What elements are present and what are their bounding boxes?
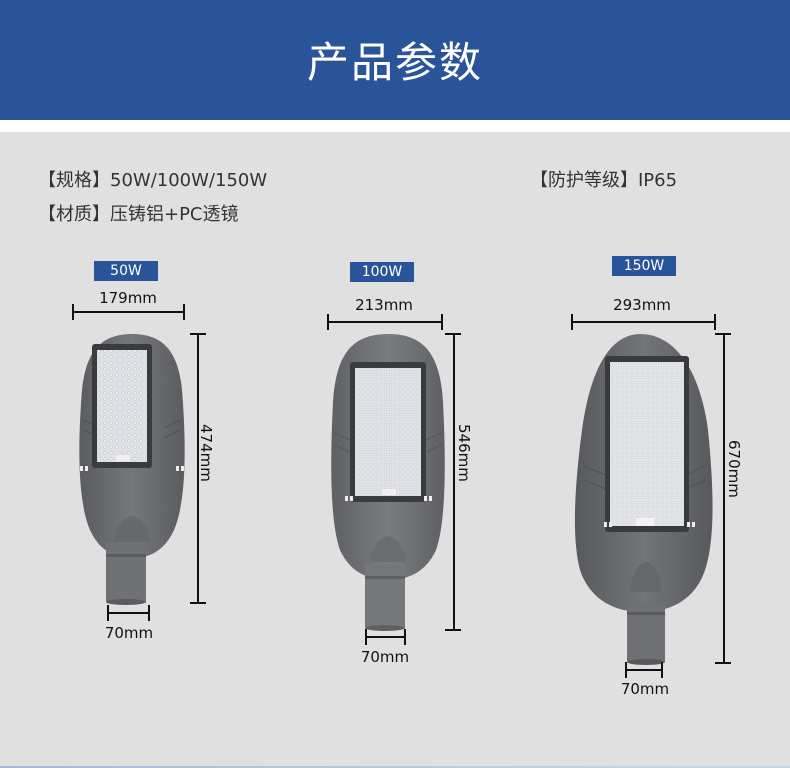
dimension-tick bbox=[715, 662, 731, 664]
height-dimension-line bbox=[453, 333, 455, 630]
pole-label-150w: 70mm bbox=[620, 680, 670, 698]
page-header: 产品参数 bbox=[0, 0, 790, 120]
width-label-150w: 293mm bbox=[613, 296, 671, 314]
height-label-100w: 546mm bbox=[455, 424, 473, 482]
spec-label: 【规格】 bbox=[38, 170, 110, 191]
material-value: 压铸铝+PC透镜 bbox=[110, 204, 239, 225]
dimension-tick bbox=[441, 314, 443, 330]
dimension-tick bbox=[183, 304, 185, 320]
pole-label-100w: 70mm bbox=[360, 648, 410, 666]
street-lamp-150w-image bbox=[574, 334, 713, 665]
page-title: 产品参数 bbox=[306, 37, 483, 87]
dimension-tick bbox=[72, 304, 74, 320]
dimension-tick bbox=[661, 662, 663, 678]
street-lamp-100w-image bbox=[331, 334, 445, 631]
height-label-50w: 474mm bbox=[197, 424, 215, 482]
street-lamp-50w-image bbox=[79, 334, 185, 605]
protection-value: IP65 bbox=[638, 170, 678, 191]
spec-row: 【规格】50W/100W/150W bbox=[38, 166, 267, 192]
pole-dimension-line bbox=[107, 612, 149, 614]
bottom-divider bbox=[0, 766, 790, 768]
width-dimension-line bbox=[571, 321, 715, 323]
width-label-50w: 179mm bbox=[99, 289, 157, 307]
spec-value: 50W/100W/150W bbox=[110, 170, 268, 191]
width-dimension-line bbox=[72, 311, 184, 313]
dimension-tick bbox=[404, 629, 406, 645]
height-dimension-line bbox=[723, 333, 725, 663]
dimension-tick bbox=[190, 602, 206, 604]
dimension-tick bbox=[327, 314, 329, 330]
pole-dimension-line bbox=[625, 669, 662, 671]
width-dimension-line bbox=[327, 321, 442, 323]
protection-row: 【防护等级】IP65 bbox=[530, 166, 677, 192]
model-badge-50w: 50W bbox=[94, 261, 158, 281]
material-label: 【材质】 bbox=[38, 204, 110, 225]
protection-label: 【防护等级】 bbox=[530, 170, 638, 191]
height-dimension-line bbox=[197, 333, 199, 603]
height-label-150w: 670mm bbox=[725, 440, 743, 498]
width-label-100w: 213mm bbox=[355, 296, 413, 314]
dimension-tick bbox=[714, 314, 716, 330]
dimension-tick bbox=[148, 605, 150, 621]
dimension-tick bbox=[445, 629, 461, 631]
model-badge-100w: 100W bbox=[350, 262, 414, 282]
pole-label-50w: 70mm bbox=[104, 624, 154, 642]
model-badge-150w: 150W bbox=[612, 256, 676, 276]
pole-dimension-line bbox=[365, 636, 405, 638]
header-divider bbox=[0, 120, 790, 132]
material-row: 【材质】压铸铝+PC透镜 bbox=[38, 200, 239, 226]
dimension-tick bbox=[571, 314, 573, 330]
